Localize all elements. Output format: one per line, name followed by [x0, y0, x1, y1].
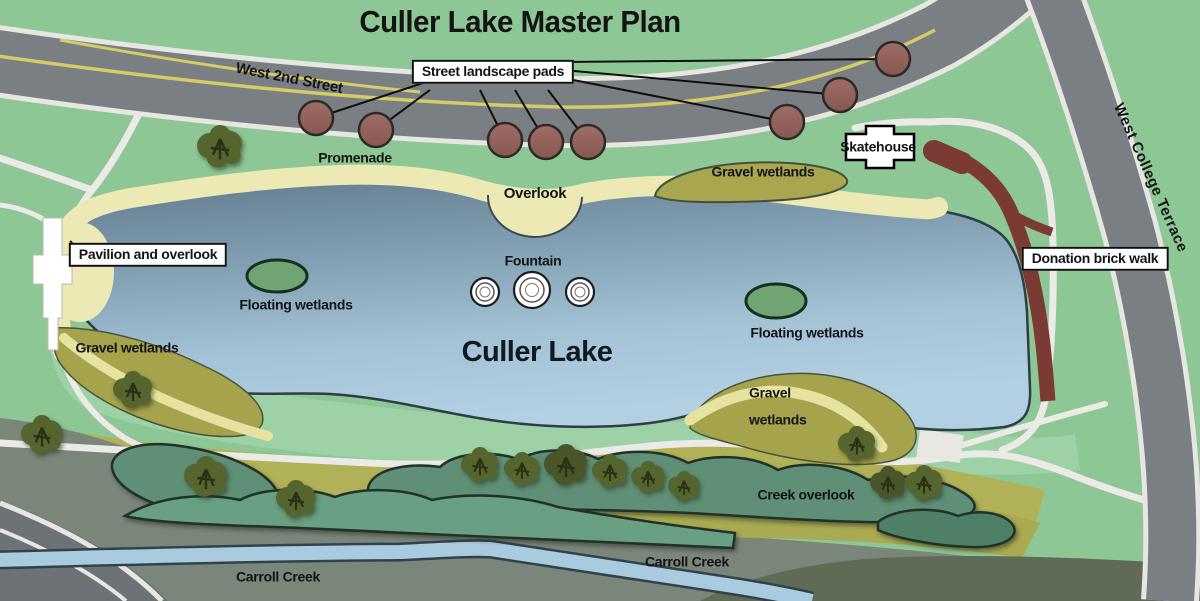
- street-landscape-pads: [297, 40, 912, 161]
- street-pad-icon: [821, 76, 859, 114]
- label-gravel-wetlands-southeast: Gravel wetlands: [749, 384, 807, 427]
- street-pad-icon: [768, 103, 806, 141]
- overlook-deck: [486, 194, 583, 238]
- road-lane-line: [59, 38, 421, 94]
- street-pad-icon: [569, 123, 607, 161]
- bank-dark-corner: [700, 555, 1200, 601]
- carroll-creek-water: [0, 539, 815, 601]
- label-gravel-wetlands-west: Gravel wetlands: [75, 339, 179, 356]
- gravel-wetlands-west-path: [59, 333, 273, 441]
- west-2nd-street-road: [0, 0, 1048, 149]
- label-creek-overlook: Creek overlook: [757, 486, 855, 503]
- street-pad-icon: [874, 40, 912, 78]
- pavilion-building: [32, 217, 73, 351]
- map-title: Culler Lake Master Plan: [359, 3, 681, 39]
- label-gravel-wetlands-northeast: Gravel wetlands: [711, 163, 815, 180]
- floating-wetland-icon: [744, 282, 808, 320]
- street-pad-icon: [527, 123, 565, 161]
- label-promenade: Promenade: [318, 149, 392, 166]
- label-carroll-creek-east: Carroll Creek: [644, 553, 730, 570]
- label-floating-wetlands-east: Floating wetlands: [750, 324, 864, 341]
- label-carroll-creek-west: Carroll Creek: [235, 568, 321, 585]
- label-skatehouse: Skatehouse: [840, 138, 916, 155]
- callout-pavilion-and-overlook: Pavilion and overlook: [68, 242, 228, 268]
- label-floating-wetlands-west: Floating wetlands: [239, 296, 353, 313]
- gravel-wetlands-northeast: [653, 161, 849, 204]
- skatehouse-building: [844, 124, 916, 170]
- promenade-path: [49, 164, 948, 362]
- label-fountain: Fountain: [504, 252, 562, 269]
- west-college-terrace-road: [1024, 0, 1200, 601]
- plaza: [916, 429, 964, 463]
- street-pad-icon: [486, 121, 524, 159]
- road-centerline: [0, 28, 936, 109]
- floating-wetlands: [245, 258, 808, 320]
- street-pad-icon: [297, 99, 335, 137]
- label-overlook: Overlook: [503, 184, 567, 202]
- fountain-icon: [469, 270, 596, 310]
- gravel-wetlands-southeast-path: [684, 385, 888, 453]
- callout-street-landscape-pads: Street landscape pads: [411, 59, 575, 85]
- label-culler-lake: Culler Lake: [461, 336, 613, 369]
- street-pad-icon: [357, 111, 395, 149]
- callout-donation-brick-walk: Donation brick walk: [1021, 246, 1169, 272]
- floating-wetland-icon: [245, 258, 309, 294]
